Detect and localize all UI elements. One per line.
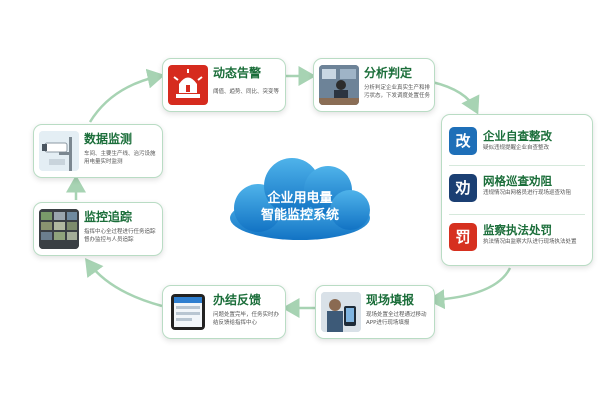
handling-divider [449, 165, 585, 166]
report-desc: 现场处置全过程通过移动APP进行现场填报 [366, 312, 427, 326]
penalty-badge: 罚 [449, 223, 477, 251]
dissuade-desc: 违规情况由网格员进行现场巡查劝阻 [483, 190, 572, 196]
arrow-handling-to-report [427, 267, 512, 310]
analysis-title: 分析判定 [364, 66, 413, 80]
card-handling[interactable]: 改 企业自查整改 疑似违规提醒企业自查整改 劝 网格巡查劝阻 违规情况由网格员进… [441, 114, 593, 266]
rectify-title: 企业自查整改 [483, 129, 552, 143]
trace-desc: 指挥中心全过程进行任务追踪督办监控与人员追踪 [84, 229, 156, 243]
alarm-desc: 阈值、趋势、同比、突变等 [213, 89, 280, 95]
penalty-title: 监察执法处罚 [483, 223, 552, 237]
card-monitor[interactable]: 数据监测 车间、主要生产线、治污设施用电量实时监测 [33, 124, 163, 178]
trace-title: 监控追踪 [84, 210, 133, 224]
dissuade-title: 网格巡查劝阻 [483, 174, 552, 188]
rectify-desc: 疑似违规提醒企业自查整改 [483, 145, 550, 151]
dissuade-badge: 劝 [449, 174, 477, 202]
rectify-badge: 改 [449, 127, 477, 155]
card-analysis[interactable]: 分析判定 分析判定企业真实生产和排污状态，下发调度处置任务 [313, 58, 435, 112]
video-wall-icon [39, 209, 79, 249]
arrow-monitor-to-alarm [88, 68, 165, 123]
tablet-app-icon [168, 292, 208, 332]
mobile-report-icon [321, 292, 361, 332]
card-report[interactable]: 现场填报 现场处置全过程通过移动APP进行现场填报 [315, 285, 435, 339]
operator-desk-icon [319, 65, 359, 105]
handling-divider [449, 214, 585, 215]
center-title-line1: 企业用电量 [267, 191, 333, 206]
arrow-feedback-to-trace [85, 257, 163, 308]
arrow-analysis-to-handling [431, 80, 480, 115]
siren-icon [168, 65, 208, 105]
card-alarm[interactable]: 动态告警 阈值、趋势、同比、突变等 [162, 58, 286, 112]
feedback-desc: 问题处置完毕，任务实时办结反馈给指挥中心 [213, 312, 280, 326]
analysis-desc: 分析判定企业真实生产和排污状态，下发调度处置任务 [364, 85, 431, 99]
cctv-camera-icon [39, 131, 79, 171]
penalty-desc: 执法情况由监察大队进行现场执法处置 [483, 239, 577, 245]
alarm-title: 动态告警 [213, 66, 262, 80]
card-feedback[interactable]: 办结反馈 问题处置完毕，任务实时办结反馈给指挥中心 [162, 285, 286, 339]
feedback-title: 办结反馈 [213, 293, 262, 307]
report-title: 现场填报 [366, 293, 415, 307]
monitor-desc: 车间、主要生产线、治污设施用电量实时监测 [84, 151, 156, 165]
card-trace[interactable]: 监控追踪 指挥中心全过程进行任务追踪督办监控与人员追踪 [33, 202, 163, 256]
monitor-title: 数据监测 [84, 132, 133, 146]
center-title-line2: 智能监控系统 [260, 208, 339, 223]
